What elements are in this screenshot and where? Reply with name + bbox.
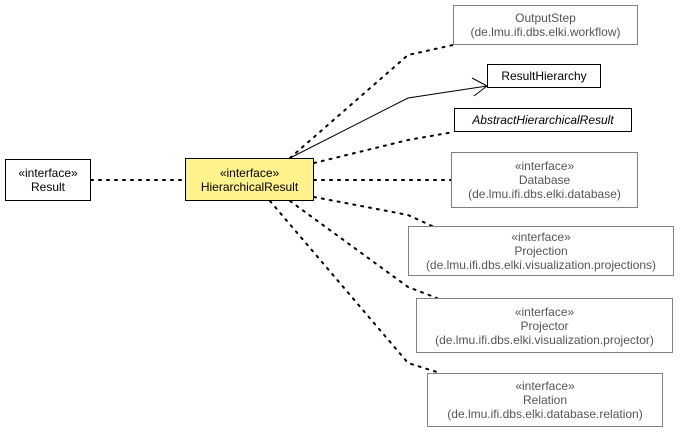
- projection-node[interactable]: «interface» Projection (de.lmu.ifi.dbs.e…: [408, 226, 674, 276]
- result-stereotype: «interface»: [18, 166, 78, 180]
- hierarchical-result-name: HierarchicalResult: [200, 179, 299, 194]
- result-hierarchy-name: ResultHierarchy: [501, 69, 587, 83]
- edge-abstract-hierarchical-result: [313, 131, 455, 164]
- database-package: (de.lmu.ifi.dbs.elki.database): [468, 187, 621, 201]
- edge-projection: [313, 196, 433, 227]
- hierarchical-result-node[interactable]: «interface» HierarchicalResult: [185, 158, 314, 201]
- relation-package: (de.lmu.ifi.dbs.elki.database.relation): [447, 407, 643, 421]
- edge-output-step: [289, 44, 454, 159]
- abstract-hierarchical-result-name: AbstractHierarchicalResult: [472, 113, 614, 127]
- result-node[interactable]: «interface» Result: [5, 159, 91, 201]
- projection-name: Projection: [514, 244, 568, 258]
- relation-stereotype: «interface»: [515, 379, 575, 393]
- result-name: Result: [30, 180, 65, 194]
- abstract-hierarchical-result-node[interactable]: AbstractHierarchicalResult: [454, 108, 632, 132]
- projection-package: (de.lmu.ifi.dbs.elki.visualization.proje…: [425, 258, 657, 272]
- result-hierarchy-node[interactable]: ResultHierarchy: [487, 64, 601, 88]
- output-step-node[interactable]: OutputStep (de.lmu.ifi.dbs.elki.workflow…: [453, 5, 638, 45]
- relation-node[interactable]: «interface» Relation (de.lmu.ifi.dbs.elk…: [427, 373, 663, 427]
- projector-name: Projector: [520, 318, 569, 333]
- edge-projector: [289, 200, 438, 299]
- relation-name: Relation: [522, 393, 568, 407]
- hierarchical-result-stereotype: «interface»: [219, 165, 280, 180]
- database-name: Database: [518, 173, 571, 187]
- projection-stereotype: «interface»: [511, 230, 571, 244]
- database-stereotype: «interface»: [514, 159, 575, 173]
- output-step-package: (de.lmu.ifi.dbs.elki.workflow): [470, 25, 621, 39]
- database-node[interactable]: «interface» Database (de.lmu.ifi.dbs.elk…: [451, 152, 638, 208]
- output-step-name: OutputStep: [515, 11, 576, 25]
- projector-node[interactable]: «interface» Projector (de.lmu.ifi.dbs.el…: [416, 298, 673, 353]
- projector-stereotype: «interface»: [514, 304, 575, 319]
- edge-result-hierarchy: [289, 85, 488, 159]
- projector-package: (de.lmu.ifi.dbs.elki.visualization.proje…: [435, 332, 654, 347]
